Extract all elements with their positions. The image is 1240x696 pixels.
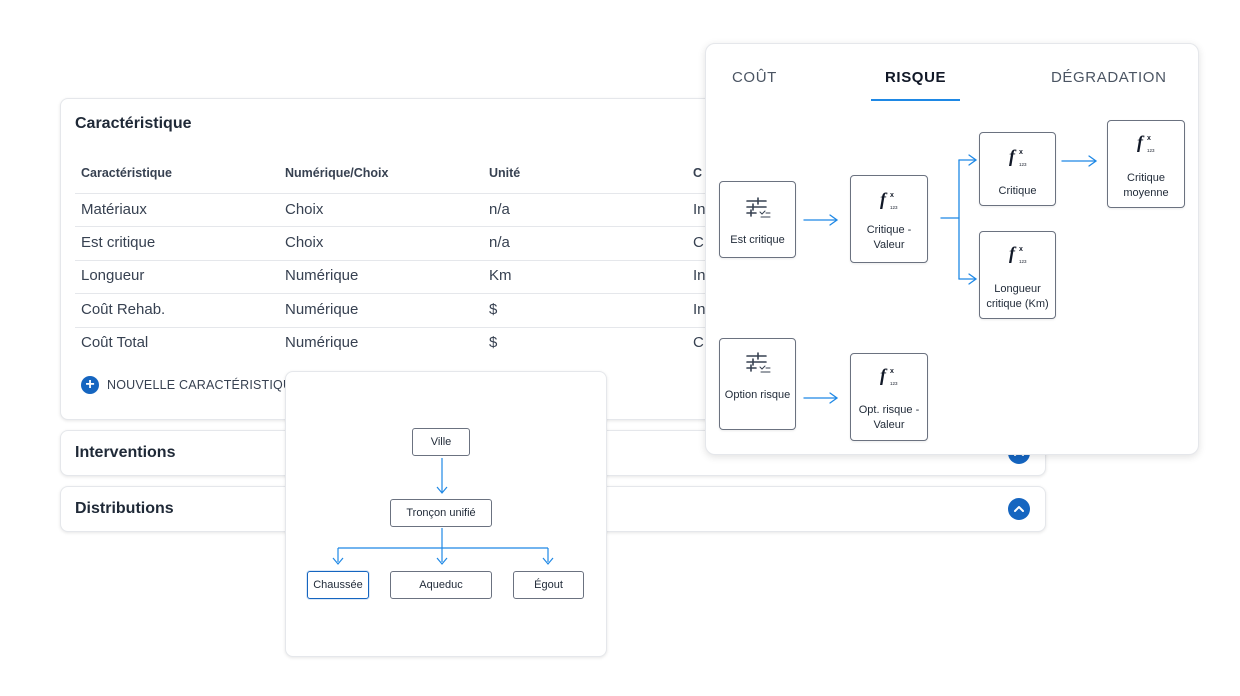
flow-node-longueur-critique[interactable]: f x 123 Longueur critique (Km)	[979, 231, 1056, 319]
new-characteristic-label: NOUVELLE CARACTÉRISTIQUE	[107, 378, 301, 392]
risk-flow-card: COÛT RISQUE DÉGRADATION	[705, 43, 1199, 455]
svg-text:123: 123	[1019, 162, 1027, 167]
hierarchy-node-egout[interactable]: Égout	[513, 571, 584, 599]
hierarchy-card: Ville Tronçon unifié Chaussée Aqueduc Ég…	[285, 371, 607, 657]
row-unit: n/a	[489, 201, 510, 218]
hierarchy-connectors	[332, 458, 554, 565]
svg-text:x: x	[1147, 135, 1151, 142]
flow-connectors	[803, 154, 1098, 404]
table-divider	[75, 327, 1035, 328]
function-icon: f x 123	[1009, 146, 1027, 167]
row-type: Choix	[285, 201, 324, 218]
chevron-up-icon	[1014, 506, 1024, 512]
table-divider	[75, 226, 1035, 227]
active-tab-indicator	[871, 99, 960, 101]
row-name: Coût Rehab.	[81, 301, 166, 318]
distributions-toggle-button[interactable]	[1008, 498, 1030, 520]
row-unit: $	[489, 334, 498, 351]
table-divider	[75, 260, 1035, 261]
table-divider	[75, 193, 1035, 194]
flow-node-opt-risque-valeur[interactable]: f x 123 Opt. risque - Valeur	[850, 353, 928, 441]
function-icon: f x 123	[1009, 243, 1027, 264]
row-unit: Km	[489, 267, 512, 284]
node-label: Longueur critique (Km)	[986, 283, 1049, 310]
row-col4: In	[693, 301, 706, 318]
table-divider	[75, 293, 1035, 294]
tab-cout[interactable]: COÛT	[732, 69, 777, 86]
svg-text:f: f	[1009, 243, 1017, 263]
node-label: Est critique	[730, 234, 785, 246]
row-name: Coût Total	[81, 334, 149, 351]
hierarchy-node-chaussee[interactable]: Chaussée	[307, 571, 369, 599]
node-label: Critique moyenne	[1123, 172, 1169, 199]
row-name: Matériaux	[81, 201, 147, 218]
column-header-type: Numérique/Choix	[285, 166, 389, 180]
row-col4: C	[693, 234, 704, 251]
row-col4: In	[693, 267, 706, 284]
function-icon: f x 123	[880, 189, 898, 210]
svg-text:123: 123	[1019, 259, 1027, 264]
svg-text:f: f	[880, 189, 888, 209]
node-label: Option risque	[724, 389, 791, 401]
column-header-4: C	[693, 166, 703, 180]
row-unit: n/a	[489, 234, 510, 251]
hierarchy-node-aqueduc[interactable]: Aqueduc	[390, 571, 492, 599]
svg-text:f: f	[1009, 146, 1017, 166]
row-type: Choix	[285, 234, 324, 251]
flow-node-critique[interactable]: f x 123 Critique	[979, 132, 1056, 206]
flow-node-critique-valeur[interactable]: f x 123 Critique - Valeur	[850, 175, 928, 263]
row-col4: In	[693, 201, 706, 218]
interventions-title: Interventions	[75, 444, 176, 461]
row-name: Longueur	[81, 267, 145, 284]
hierarchy-node-middle[interactable]: Tronçon unifié	[390, 499, 492, 527]
row-name: Est critique	[81, 234, 156, 251]
flow-node-option-risque[interactable]: Option risque	[719, 338, 796, 430]
node-label: Opt. risque - Valeur	[858, 404, 920, 431]
svg-text:f: f	[880, 365, 888, 385]
row-type: Numérique	[285, 267, 359, 284]
svg-text:123: 123	[1147, 148, 1155, 153]
function-icon: f x 123	[880, 365, 898, 386]
plus-icon: +	[81, 376, 99, 394]
sliders-icon	[745, 352, 770, 373]
column-header-characteristic: Caractéristique	[81, 166, 173, 180]
tab-risque[interactable]: RISQUE	[885, 69, 947, 86]
svg-text:f: f	[1137, 132, 1145, 152]
svg-text:x: x	[890, 368, 894, 375]
distributions-title: Distributions	[75, 500, 174, 517]
node-label: Critique - Valeur	[866, 224, 912, 251]
flow-node-critique-moyenne[interactable]: f x 123 Critique moyenne	[1107, 120, 1185, 208]
column-header-unit: Unité	[489, 166, 521, 180]
node-label: Critique	[998, 185, 1037, 197]
hierarchy-node-root[interactable]: Ville	[412, 428, 470, 456]
row-col4: C	[693, 334, 704, 351]
row-unit: $	[489, 301, 498, 318]
svg-text:123: 123	[890, 205, 898, 210]
row-type: Numérique	[285, 301, 359, 318]
svg-text:x: x	[890, 192, 894, 199]
sliders-icon	[745, 197, 770, 218]
flow-node-est-critique[interactable]: Est critique	[719, 181, 796, 258]
function-icon: f x 123	[1137, 132, 1155, 153]
characteristics-title: Caractéristique	[75, 115, 192, 132]
svg-text:x: x	[1019, 246, 1023, 253]
new-characteristic-button[interactable]: + NOUVELLE CARACTÉRISTIQUE	[81, 375, 301, 395]
tab-degradation[interactable]: DÉGRADATION	[1051, 69, 1167, 86]
svg-text:x: x	[1019, 149, 1023, 156]
row-type: Numérique	[285, 334, 359, 351]
svg-text:123: 123	[890, 381, 898, 386]
